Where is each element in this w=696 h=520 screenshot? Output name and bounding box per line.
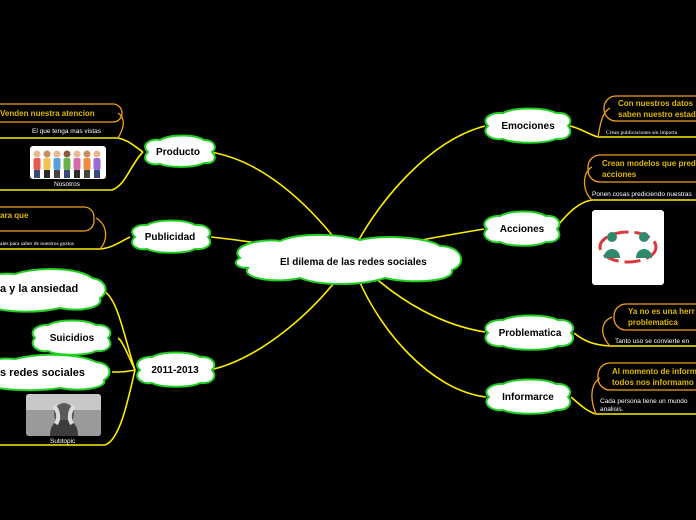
people-group-image[interactable] [30,146,106,179]
cloud-center [234,233,463,285]
cloud-2011 [136,351,216,388]
box-producto-venden [0,103,123,123]
connector-problematica-herr [602,316,613,347]
person-7 [93,150,101,178]
acciones-modelos-label[interactable]: Crean modelos que pred acciones [602,158,696,180]
subtopic-boxes [0,95,696,391]
two-people-image[interactable] [592,210,664,285]
box-acciones-modelos [587,154,696,183]
branch-2011-img [0,369,136,446]
connector-emociones-datos [597,107,611,138]
redes-node-label[interactable]: s redes sociales [0,367,86,379]
venden-label[interactable]: Venden nuestra atencion [0,109,95,118]
acciones-modelos-line2: acciones [602,170,637,179]
branch-informarce [357,277,487,398]
prediciendo-note[interactable]: Ponen cosas prediciendo nuestras [592,191,692,198]
two-people-cycle-icon [598,230,658,264]
ansiedad-node-label[interactable]: a y la ansiedad [0,283,79,295]
cloud-emociones [484,107,572,144]
problematica-node-label[interactable]: Problematica [498,328,562,339]
acciones-modelos-line1: Crean modelos que pred [602,159,696,168]
cloud-informarce [485,378,572,415]
publicidad-node-label[interactable]: Publicidad [144,232,196,243]
cloud-redes [0,353,111,392]
subtopic-caption: Subtopic [50,438,76,445]
connector-acciones-modelos [583,166,593,201]
problematica-herr-line2: problematica [628,318,678,327]
branch-problematica [371,274,486,333]
ara-que-label[interactable]: ara que [0,211,29,220]
cloud-suicidios [31,319,112,356]
emociones-node-label[interactable]: Emociones [501,121,555,132]
uso-note[interactable]: Tanto uso se convierte en [615,338,690,345]
person-5 [73,150,81,178]
gustos-note[interactable]: ales para saber de nuestros gustos [0,241,75,247]
distressed-person-image[interactable] [26,394,101,436]
center-topic-label[interactable]: El dilema de las redes sociales [280,257,427,268]
person-4 [63,150,71,178]
cloud-publicidad [131,219,212,254]
informarce-inform-line1: Al momento de inform [612,367,696,376]
box-problematica-herr [613,303,696,331]
cloud-producto [144,134,216,168]
branch-2011 [209,277,339,371]
connector-producto-venden [117,112,124,139]
cloud-acciones [483,210,561,247]
emociones-datos-line1: Con nuestros datos [618,99,694,108]
mundo-note[interactable]: Cada persona tiene un mundo analisis. [600,398,687,414]
mundo-note-line2: analisis. [600,406,624,413]
connector-publicidad-ara [95,217,107,250]
branch-2011-redes [111,369,136,373]
branch-emociones [355,125,486,246]
informarce-inform-label[interactable]: Al momento de inform todos nos informamo [612,366,696,388]
distressed-person-icon [26,394,101,436]
nosotros-caption: Nosotros [54,181,81,188]
publicaciones-note[interactable]: Crean publicaciones sin importa [606,130,678,136]
periodo-node-label[interactable]: 2011-2013 [151,365,199,376]
cloud-nodes [0,107,575,415]
suicidios-node-label[interactable]: Suicidios [49,333,95,344]
branch-producto [209,151,341,246]
emociones-datos-label[interactable]: Con nuestros datos saben nuestro estad [618,98,696,120]
box-informarce-inform [597,362,696,391]
box-publicidad-ara [0,206,95,232]
informarce-node-label[interactable]: Informarce [502,392,554,403]
informarce-inform-line2: todos nos informamo [612,378,694,387]
people-group-icon [33,150,101,178]
emociones-datos-line2: saben nuestro estad [618,110,696,119]
mundo-note-line1: Cada persona tiene un mundo [600,398,688,405]
cloud-ansiedad [0,268,107,313]
branch-2011-ansiedad [104,291,136,371]
branch-2011-suicidios [117,337,136,371]
branch-producto-img [0,151,144,191]
problematica-herr-line1: Ya no es una herr [628,307,695,316]
cloud-problematica [484,314,575,351]
person-6 [83,150,91,178]
problematica-herr-label[interactable]: Ya no es una herr problematica [628,306,695,328]
producto-node-label[interactable]: Producto [156,147,200,158]
acciones-node-label[interactable]: Acciones [499,224,545,235]
box-emociones-datos [603,95,696,122]
person-1 [33,150,41,178]
vistas-note[interactable]: El que tenga mas vistas [32,128,102,135]
person-2 [43,150,51,178]
person-3 [53,150,61,178]
